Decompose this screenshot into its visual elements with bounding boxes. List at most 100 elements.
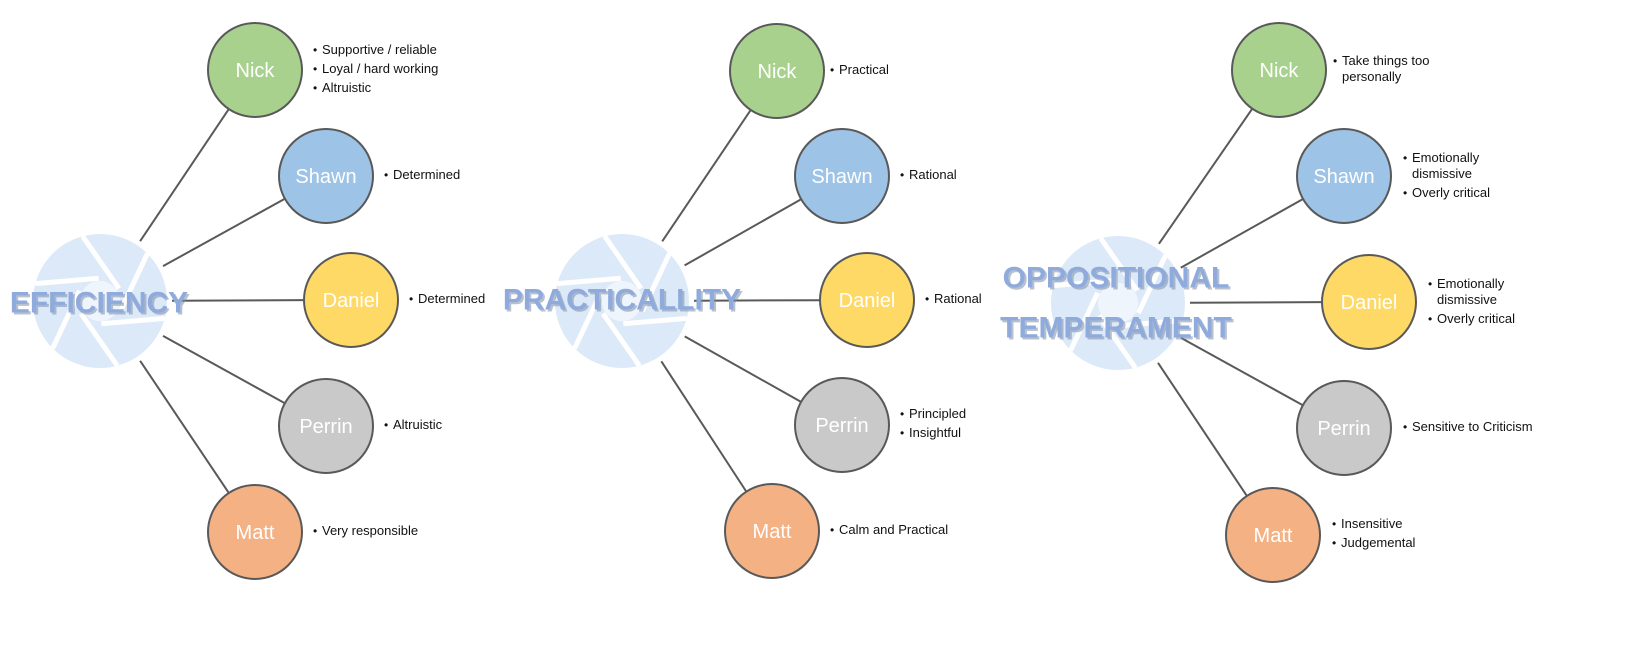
category-title-shadow: OPPOSITIONAL [1005, 264, 1232, 297]
trait-item: Practical [830, 62, 889, 78]
aperture-blade-gap [572, 289, 604, 350]
aperture-icon [555, 234, 689, 368]
connector-line [684, 198, 802, 267]
trait-list: Determined [384, 167, 460, 186]
member-circle-shawn [794, 128, 890, 224]
diagram-2: PRACTICALLITYPRACTICALLITYNickShawnDanie… [503, 23, 915, 579]
trait-list: Rational [925, 291, 982, 310]
diagram-1: EFFICIENCYEFFICIENCYNickShawnDanielPerri… [10, 22, 399, 580]
aperture-blade-gap [101, 315, 165, 327]
trait-item: Principled [900, 406, 966, 422]
connector-line [1158, 108, 1254, 245]
aperture-icon [33, 234, 167, 368]
trait-item: Determined [409, 291, 485, 307]
aperture-blade-gap [1096, 314, 1138, 370]
member-circle-nick [729, 23, 825, 119]
aperture-blade-gap [35, 275, 99, 287]
aperture-blade-gap [78, 312, 120, 368]
connector-line [162, 197, 286, 268]
trait-list: Emotionally dismissiveOverly critical [1428, 276, 1515, 330]
trait-item: Altruistic [313, 80, 438, 96]
aperture-center [1097, 282, 1139, 324]
connector-line [693, 299, 821, 302]
diagram-3: OPPOSITIONALOPPOSITIONALTEMPERAMENTTEMPE… [1000, 22, 1417, 583]
aperture-blade-gap [557, 275, 621, 287]
trait-list: Very responsible [313, 523, 418, 542]
connector-line [1180, 336, 1304, 407]
trait-list: Sensitive to Criticism [1403, 419, 1533, 438]
connector-line [1157, 362, 1248, 497]
member-circle-nick [207, 22, 303, 118]
trait-item: Sensitive to Criticism [1403, 419, 1533, 435]
aperture-blade-gap [1136, 254, 1168, 315]
trait-item: Calm and Practical [830, 522, 948, 538]
category-title-shadow: EFFICIENCY [12, 289, 190, 322]
trait-list: Supportive / reliableLoyal / hard workin… [313, 42, 438, 99]
aperture-center [601, 280, 643, 322]
member-circle-daniel [303, 252, 399, 348]
member-name: Shawn [295, 166, 356, 188]
member-name: Shawn [811, 166, 872, 188]
trait-item: Take things too personally [1333, 53, 1429, 85]
trait-item: Overly critical [1428, 311, 1515, 327]
aperture-blade-gap [50, 289, 82, 350]
member-name: Daniel [323, 290, 380, 312]
aperture-blade-gap [118, 252, 150, 313]
trait-item: Determined [384, 167, 460, 183]
category-title-shadow: TEMPERAMENT [1002, 314, 1234, 347]
aperture-blade-gap [1098, 236, 1140, 292]
trait-item: Very responsible [313, 523, 418, 539]
connector-line [139, 360, 230, 494]
connector-line [1189, 301, 1323, 304]
category-title: PRACTICALLITY [503, 284, 741, 317]
connector-line [171, 299, 305, 302]
trait-item: Insensitive [1332, 516, 1415, 532]
trait-list: Practical [830, 62, 889, 81]
member-circle-daniel [1321, 254, 1417, 350]
trait-item: Emotionally dismissive [1403, 150, 1490, 182]
member-name: Matt [236, 522, 275, 544]
member-circle-matt [724, 483, 820, 579]
trait-list: Emotionally dismissiveOverly critical [1403, 150, 1490, 204]
trait-item: Judgemental [1332, 535, 1415, 551]
trait-item: Emotionally dismissive [1428, 276, 1515, 308]
category-title: TEMPERAMENT [1000, 312, 1232, 345]
trait-list: Calm and Practical [830, 522, 948, 541]
aperture-center [79, 280, 121, 322]
connector-line [139, 108, 230, 242]
member-circle-perrin [1296, 380, 1392, 476]
member-name: Matt [753, 521, 792, 543]
member-circle-nick [1231, 22, 1327, 118]
connector-line [661, 109, 752, 242]
member-name: Daniel [839, 290, 896, 312]
aperture-icon [1051, 236, 1185, 370]
category-title-shadow: PRACTICALLITY [505, 286, 743, 319]
aperture-blade-gap [623, 315, 687, 327]
category-title: OPPOSITIONAL [1003, 262, 1230, 295]
member-name: Daniel [1341, 292, 1398, 314]
trait-list: Determined [409, 291, 485, 310]
member-name: Nick [1260, 60, 1300, 82]
member-circle-shawn [1296, 128, 1392, 224]
connector-line [162, 334, 286, 405]
trait-item: Altruistic [384, 417, 442, 433]
member-circle-matt [1225, 487, 1321, 583]
trait-item: Overly critical [1403, 185, 1490, 201]
member-name: Perrin [299, 416, 352, 438]
connector-line [1180, 198, 1304, 269]
trait-item: Rational [925, 291, 982, 307]
trait-list: PrincipledInsightful [900, 406, 966, 444]
member-name: Nick [758, 61, 798, 83]
member-name: Nick [236, 60, 276, 82]
aperture-blade-gap [1068, 291, 1100, 352]
member-circle-daniel [819, 252, 915, 348]
member-circle-perrin [794, 377, 890, 473]
member-name: Perrin [1317, 418, 1370, 440]
trait-list: Altruistic [384, 417, 442, 436]
connector-line [684, 335, 802, 403]
aperture-blade-gap [602, 234, 644, 290]
trait-list: Rational [900, 167, 957, 186]
member-name: Matt [1254, 525, 1293, 547]
